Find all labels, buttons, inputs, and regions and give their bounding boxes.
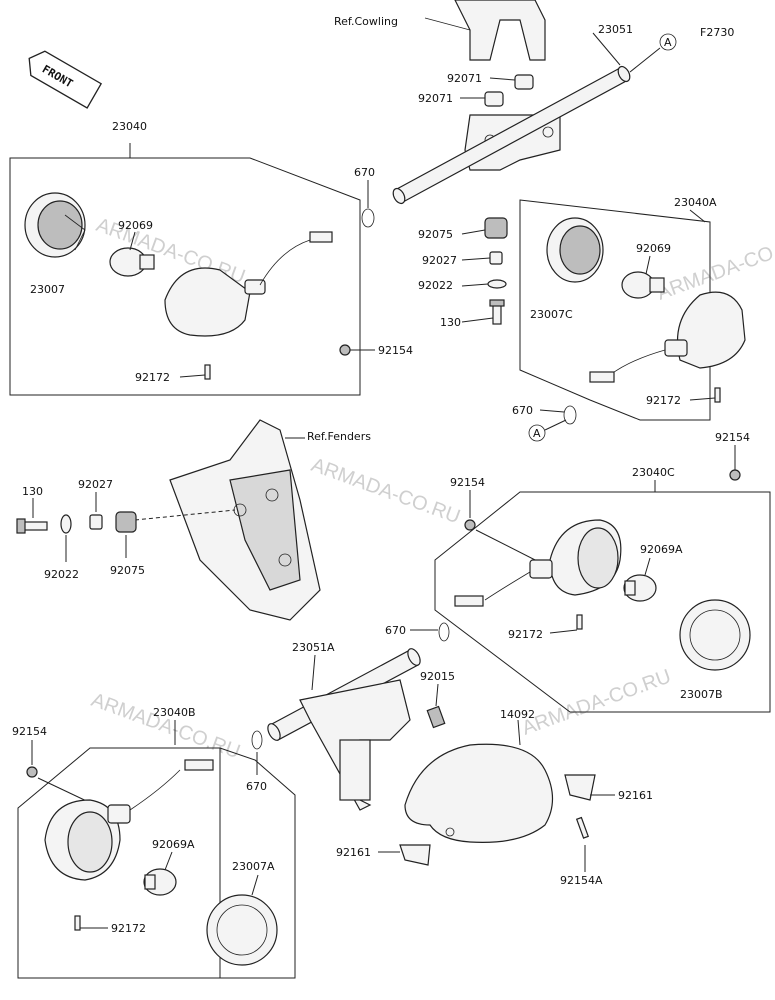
label-92069-upper: 92069 [118, 219, 153, 232]
label-670-mid: 670 [385, 624, 406, 637]
label-670-right: 670 [512, 404, 533, 417]
label-23007C: 23007C [530, 308, 573, 321]
label-92075-upper: 92075 [418, 228, 453, 241]
ref-cowling-label: Ref.Cowling [334, 15, 398, 28]
label-23007: 23007 [30, 283, 65, 296]
callout-a-right: A [533, 427, 541, 440]
label-23040C: 23040C [632, 466, 675, 479]
label-23007B: 23007B [680, 688, 723, 701]
rear-turn-signal-bar: 670 23051A 92015 [267, 622, 455, 811]
label-92015: 92015 [420, 670, 455, 683]
turn-signal-assembly-23040: 23040 23007 92069 92154 92172 670 [9, 120, 413, 396]
mount-hardware-left: 130 92022 92027 92075 [16, 478, 145, 581]
label-92161-right: 92161 [618, 789, 653, 802]
label-92154A: 92154A [560, 874, 603, 887]
label-130-left: 130 [22, 485, 43, 498]
label-92172-left: 92172 [111, 922, 146, 935]
front-arrow-icon: FRONT [28, 50, 103, 109]
label-23007A: 23007A [232, 860, 275, 873]
label-92161-left: 92161 [336, 846, 371, 859]
label-92027-upper: 92027 [422, 254, 457, 267]
label-670-left: 670 [246, 780, 267, 793]
front-turn-signal-bar: 23051 A [392, 23, 677, 205]
fender-bracket: Ref.Fenders [134, 419, 371, 621]
label-92154-mid: 92154 [450, 476, 485, 489]
turn-signal-assembly-23040B: 23040B 92154 670 92069A 23007A 92172 [12, 706, 296, 979]
label-23040B: 23040B [153, 706, 196, 719]
label-670-upper: 670 [354, 166, 375, 179]
label-23040: 23040 [112, 120, 147, 133]
label-92154-left: 92154 [12, 725, 47, 738]
label-92069A-mid: 92069A [640, 543, 683, 556]
label-92154-upper: 92154 [378, 344, 413, 357]
label-92172-upper: 92172 [135, 371, 170, 384]
watermark-3: ARMADA-CO.RU [308, 454, 463, 528]
turn-signal-assembly-23040A: 23040A 23007C 92069 92172 670 A 92154 [512, 196, 750, 481]
label-92172-mid: 92172 [508, 628, 543, 641]
label-92022-upper: 92022 [418, 279, 453, 292]
watermark-5: ARMADA-CO.RU [519, 665, 674, 739]
mount-hardware-upper: 92075 92027 92022 130 [418, 217, 508, 329]
label-92154-right: 92154 [715, 431, 750, 444]
ref-fenders-label: Ref.Fenders [307, 430, 371, 443]
turn-signal-assembly-23040C: 23040C 92154 92172 92069A 23007B [434, 466, 771, 713]
label-23051A: 23051A [292, 641, 335, 654]
callout-a-top: A [664, 36, 672, 49]
label-14092: 14092 [500, 708, 535, 721]
label-23051: 23051 [598, 23, 633, 36]
diagram-code: F2730 [700, 26, 734, 39]
cover-14092: 14092 92154A 92161 92161 [336, 708, 653, 887]
clip-92071: 92071 92071 [418, 72, 534, 107]
label-92172-right: 92172 [646, 394, 681, 407]
label-130-upper: 130 [440, 316, 461, 329]
label-92069A-left: 92069A [152, 838, 195, 851]
label-92027-left: 92027 [78, 478, 113, 491]
label-92022-left: 92022 [44, 568, 79, 581]
label-92069-right: 92069 [636, 242, 671, 255]
label-92071-a: 92071 [447, 72, 482, 85]
label-23040A: 23040A [674, 196, 717, 209]
label-92075-left: 92075 [110, 564, 145, 577]
label-92071-b: 92071 [418, 92, 453, 105]
